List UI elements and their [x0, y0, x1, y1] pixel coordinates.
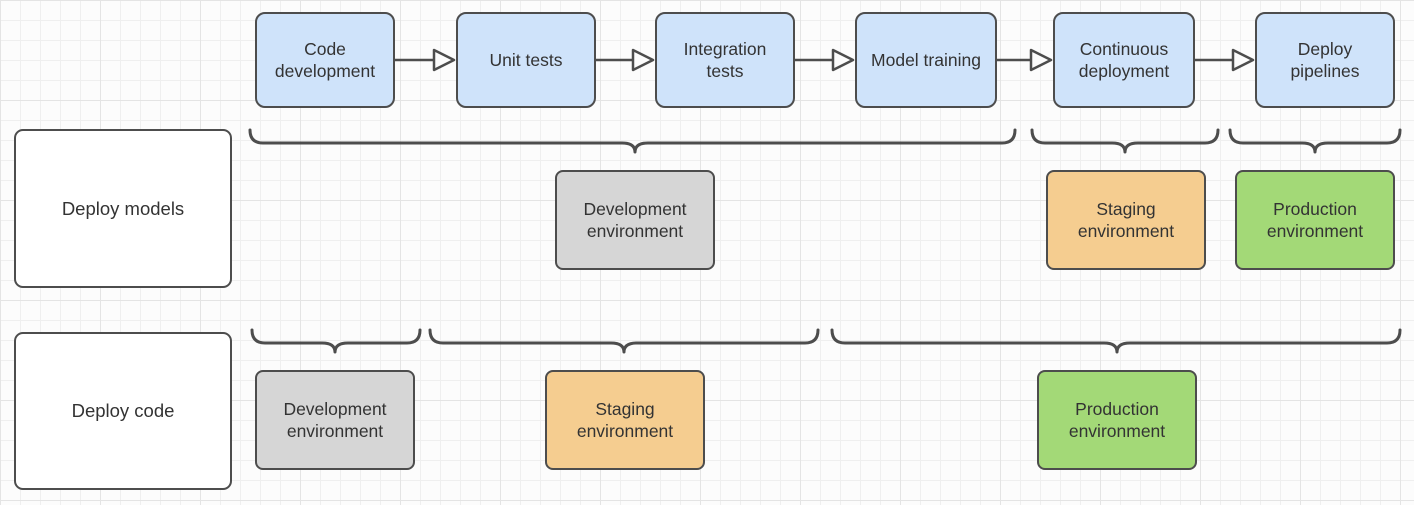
env-label: Production environment	[1266, 198, 1364, 241]
group-brace	[248, 128, 1017, 154]
step-label: Unit tests	[489, 49, 563, 70]
env-label: Production environment	[1068, 398, 1166, 441]
deploy-code-production-environment: Production environment	[1037, 370, 1197, 470]
step-integration-tests: Integration tests	[655, 12, 795, 108]
deploy-code-development-environment: Development environment	[255, 370, 415, 470]
step-label: Continuous deployment	[1078, 38, 1170, 81]
step-continuous-deployment: Continuous deployment	[1053, 12, 1195, 108]
step-label: Deploy pipelines	[1290, 38, 1360, 81]
group-brace	[1228, 128, 1402, 154]
env-label: Staging environment	[576, 398, 674, 441]
deploy-models-production-environment: Production environment	[1235, 170, 1395, 270]
group-brace	[428, 328, 820, 354]
flow-arrow	[1195, 48, 1255, 72]
deploy-models-staging-environment: Staging environment	[1046, 170, 1206, 270]
flow-arrow	[795, 48, 855, 72]
group-brace	[1030, 128, 1220, 154]
flow-arrow	[596, 48, 655, 72]
row-label-text: Deploy models	[61, 197, 185, 219]
step-label: Code development	[274, 38, 376, 81]
step-model-training: Model training	[855, 12, 997, 108]
step-label: Integration tests	[683, 38, 767, 81]
env-label: Development environment	[583, 198, 687, 241]
group-brace	[830, 328, 1402, 354]
deploy-code-staging-environment: Staging environment	[545, 370, 705, 470]
flow-arrow	[997, 48, 1053, 72]
deploy-models-development-environment: Development environment	[555, 170, 715, 270]
env-label: Staging environment	[1077, 198, 1175, 241]
step-label: Model training	[871, 49, 981, 70]
flow-arrow	[395, 48, 456, 72]
row-label-deploy-code: Deploy code	[14, 332, 232, 490]
step-unit-tests: Unit tests	[456, 12, 596, 108]
env-label: Development environment	[283, 398, 387, 441]
group-brace	[250, 328, 422, 354]
step-code-development: Code development	[255, 12, 395, 108]
step-deploy-pipelines: Deploy pipelines	[1255, 12, 1395, 108]
row-label-text: Deploy code	[71, 400, 175, 422]
row-label-deploy-models: Deploy models	[14, 129, 232, 288]
